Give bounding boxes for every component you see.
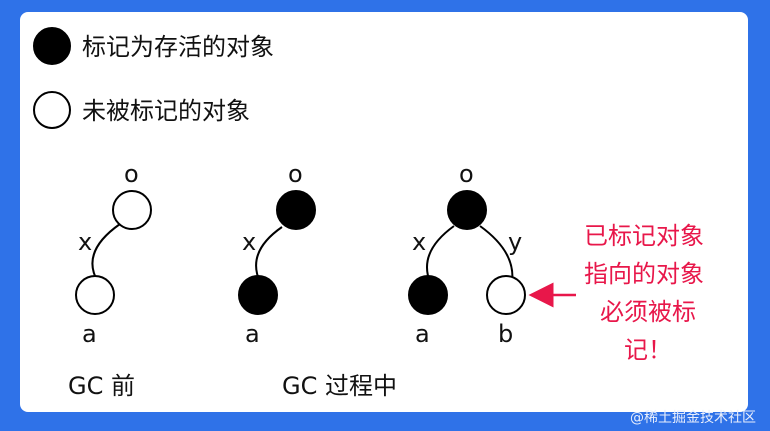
annotation-line-1: 已标记对象 bbox=[584, 222, 704, 250]
before-label-a: a bbox=[82, 320, 97, 348]
during-left-node-o bbox=[276, 190, 316, 230]
before-label-o: o bbox=[124, 160, 139, 188]
caption-before: GC 前 bbox=[68, 372, 135, 400]
during-left-label-o: o bbox=[288, 160, 303, 188]
during-left-edge-x bbox=[255, 226, 283, 283]
during-right-node-o bbox=[447, 190, 487, 230]
diagram-canvas: 标记为存活的对象 未被标记的对象 o x a o x a o x y a b 已… bbox=[33, 27, 704, 400]
diagram-panel: 标记为存活的对象 未被标记的对象 o x a o x a o x y a b 已… bbox=[20, 12, 748, 412]
legend-unmarked-label: 未被标记的对象 bbox=[82, 97, 250, 125]
before-edge-x bbox=[91, 223, 121, 283]
during-right-node-b bbox=[486, 275, 526, 315]
annotation-line-2: 指向的对象 bbox=[584, 260, 704, 288]
during-right-label-y: y bbox=[508, 228, 522, 256]
before-node-o bbox=[112, 190, 152, 230]
legend-marked-label: 标记为存活的对象 bbox=[82, 33, 274, 61]
during-left-node-a bbox=[238, 275, 278, 315]
during-left-label-a: a bbox=[245, 320, 260, 348]
legend-marked-swatch bbox=[33, 27, 71, 65]
caption-during: GC 过程中 bbox=[282, 372, 397, 400]
before-label-x: x bbox=[78, 228, 92, 256]
before-node-a bbox=[75, 275, 115, 315]
during-right-label-b: b bbox=[498, 320, 513, 348]
site-watermark: @稀土掘金技术社区 bbox=[630, 410, 756, 426]
during-right-label-a: a bbox=[415, 320, 430, 348]
during-right-label-x: x bbox=[412, 228, 426, 256]
during-left-label-x: x bbox=[242, 228, 256, 256]
annotation-line-4: 记！ bbox=[624, 336, 672, 364]
legend-unmarked-swatch bbox=[33, 91, 71, 129]
during-right-edge-x bbox=[426, 225, 455, 283]
annotation-line-3: 必须被标 bbox=[600, 298, 696, 326]
during-right-node-a bbox=[408, 275, 448, 315]
during-right-label-o: o bbox=[459, 160, 474, 188]
